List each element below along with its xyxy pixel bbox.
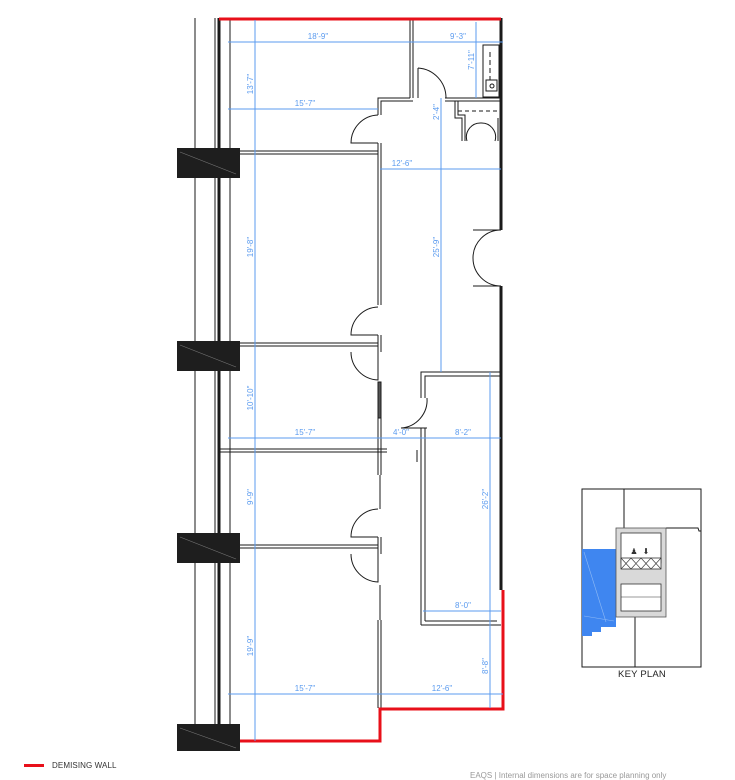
structural-columns: [177, 148, 240, 751]
demising-wall-swatch: [24, 764, 44, 767]
key-plan-highlight: [582, 549, 616, 636]
dim-right-room-bottom-width: 8'-0": [455, 601, 471, 610]
key-plan-label: KEY PLAN: [618, 669, 666, 680]
svg-text:⬇: ⬇: [643, 547, 650, 556]
door-swings: [350, 67, 502, 583]
dim-mid-room-width: 15'-7": [295, 428, 316, 437]
dim-bottom-right-height: 8'-8": [481, 658, 490, 674]
svg-text:♟: ♟: [630, 547, 637, 556]
interior-walls: [219, 20, 501, 708]
dimension-labels: 18'-9" 9'-3" 15'-7" 12'-6" 15'-7" 4'-0" …: [246, 32, 490, 693]
dim-corridor-gap: 4'-0": [393, 428, 409, 437]
dim-bottom-room-width: 15'-7": [295, 684, 316, 693]
dimension-lines: [228, 20, 503, 741]
dim-right-room-height: 26'-2": [481, 489, 490, 510]
dim-right-room-width: 8'-2": [455, 428, 471, 437]
legend: DEMISING WALL: [24, 761, 117, 770]
column-3: [177, 533, 240, 563]
footnote: EAQS | Internal dimensions are for space…: [470, 771, 667, 780]
dim-kitchen-height: 7'-11": [467, 50, 476, 70]
dim-top-width: 18'-9": [308, 32, 329, 41]
key-plan: ♟ ⬇: [581, 488, 702, 668]
column-1: [177, 148, 240, 178]
column-2: [177, 341, 240, 371]
dim-closet-depth: 2'-4": [432, 104, 441, 120]
dim-open-area-height: 25'-9": [432, 237, 441, 258]
column-4: [177, 724, 240, 751]
dim-room2-height: 19'-8": [246, 237, 255, 258]
demising-wall-legend-label: DEMISING WALL: [52, 761, 117, 770]
dim-room3-height: 10'-10": [246, 385, 255, 410]
exterior-window-wall: [194, 18, 231, 750]
dim-top-room-width: 15'-7": [295, 99, 316, 108]
demising-wall: [219, 17, 505, 743]
dim-bottom-right-width: 12'-6": [432, 684, 453, 693]
dim-corridor-width: 12'-6": [392, 159, 413, 168]
dim-top-room-height: 13'-7": [246, 74, 255, 95]
dim-top-right-width: 9'-3": [450, 32, 466, 41]
dim-room4-height: 9'-9": [246, 489, 255, 505]
dim-room5-height: 19'-9": [246, 636, 255, 657]
